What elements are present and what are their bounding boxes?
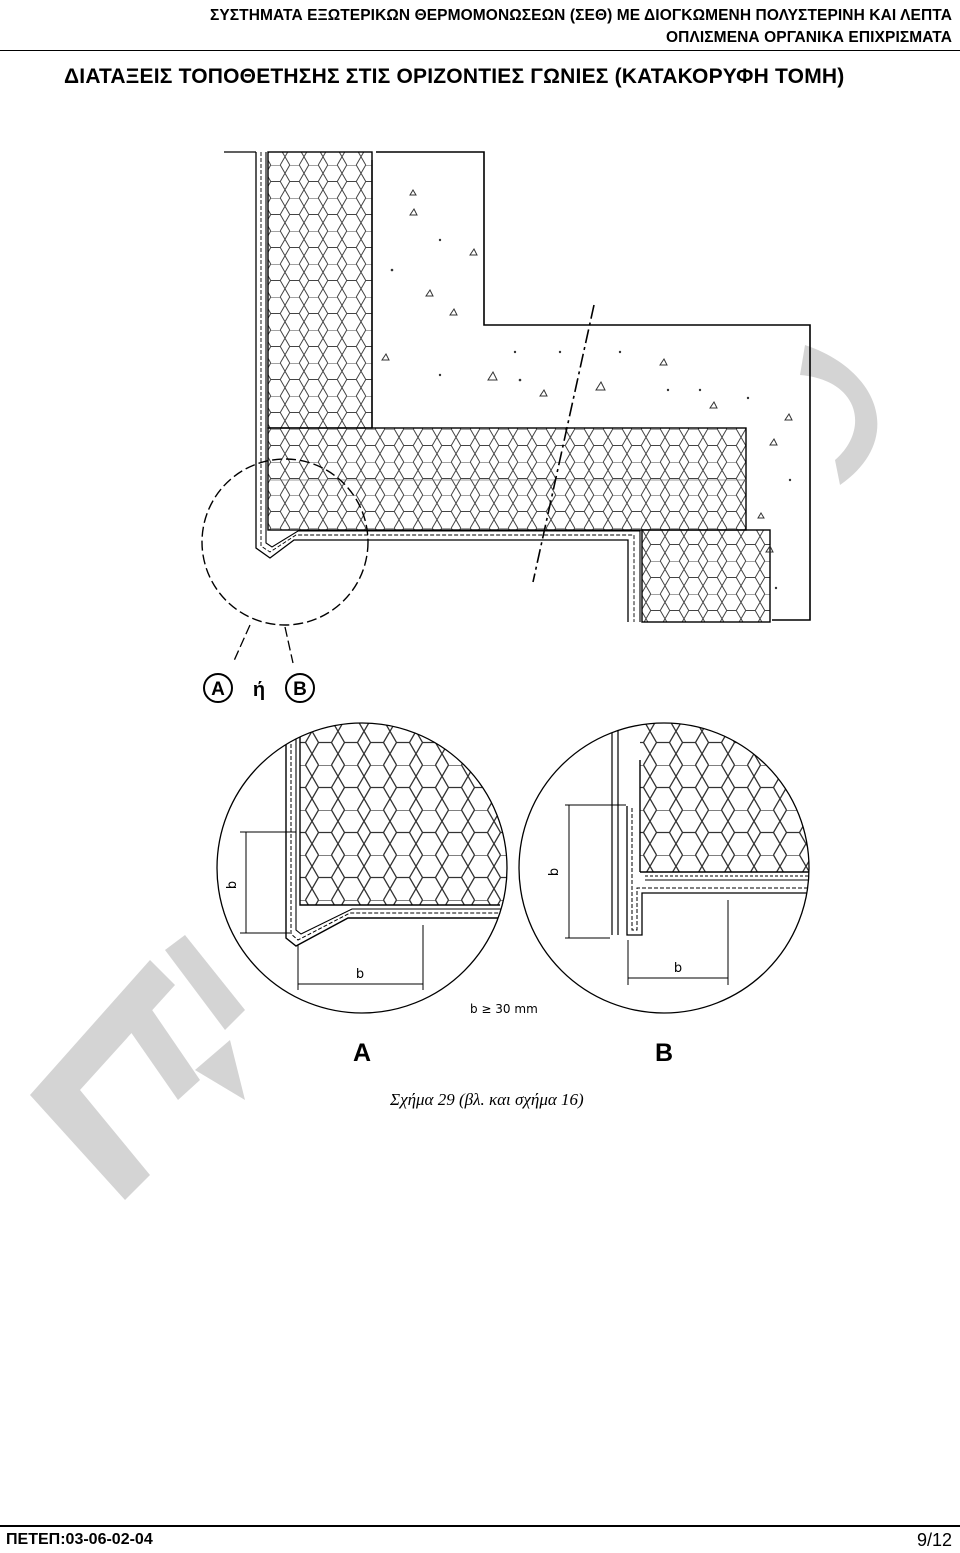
detail-a-marker: A: [211, 679, 225, 700]
detail-a-label: A: [353, 1039, 371, 1067]
detail-b-dim-horizontal: b: [674, 961, 682, 976]
detail-a-drawing: b b: [216, 722, 508, 1014]
header-rule: [0, 50, 960, 51]
detail-a-dim-vertical: b: [225, 881, 240, 889]
figure-caption: Σχήμα 29 (βλ. και σχήμα 16): [390, 1090, 584, 1109]
detail-b-dim-vertical: b: [547, 868, 562, 876]
footer-document-code: ΠΕΤΕΠ:03-06-02-04: [6, 1531, 153, 1548]
watermark: [30, 345, 878, 1200]
detail-b-drawing: b b: [518, 722, 810, 1014]
section-title: ΔΙΑΤΑΞΕΙΣ ΤΟΠΟΘΕΤΗΣΗΣ ΣΤΙΣ ΟΡΙΖΟΝΤΙΕΣ ΓΩ…: [64, 65, 845, 88]
section-drawing: A ή B: [201, 151, 811, 703]
dimension-note: b ≥ 30 mm: [470, 1002, 538, 1016]
or-text: ή: [253, 679, 265, 701]
detail-b-label: B: [655, 1039, 673, 1067]
footer-rule: [0, 1525, 960, 1527]
detail-a-dim-horizontal: b: [356, 967, 364, 982]
header-line-2: ΟΠΛΙΣΜΕΝΑ ΟΡΓΑΝΙΚΑ ΕΠΙΧΡΙΣΜΑΤΑ: [665, 29, 952, 46]
footer-page-number: 9/12: [916, 1530, 952, 1550]
detail-b-marker: B: [293, 679, 307, 700]
header-line-1: ΣΥΣΤΗΜΑΤΑ ΕΞΩΤΕΡΙΚΩΝ ΘΕΡΜΟΜΟΝΩΣΕΩΝ (ΣΕΘ)…: [209, 7, 952, 24]
